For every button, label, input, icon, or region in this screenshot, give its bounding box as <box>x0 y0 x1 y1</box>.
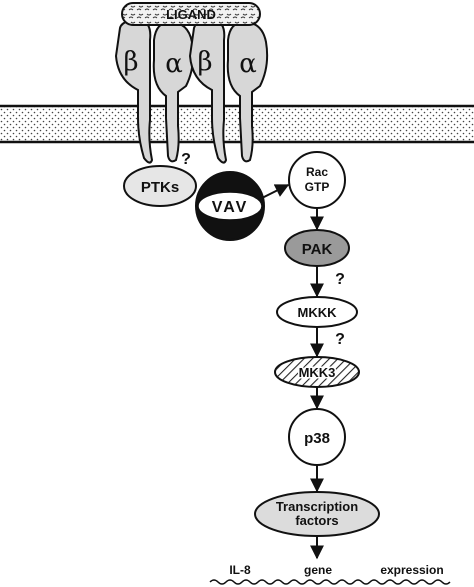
arrow-vav-to-rac <box>261 184 290 199</box>
receptor-subunit-beta-2: β <box>188 18 228 164</box>
pak-node: PAK <box>284 229 350 267</box>
mkkk-label: MKKK <box>298 305 338 320</box>
pak-label: PAK <box>302 241 333 258</box>
ligand-label: LIGAND <box>166 7 216 22</box>
p38-label: p38 <box>304 430 330 447</box>
factors-label: factors <box>295 513 338 528</box>
ligand: LIGAND <box>121 2 261 26</box>
il8-gene-expression: IL-8 gene expression <box>209 563 451 585</box>
cell-membrane <box>0 104 474 144</box>
il8-word: IL-8 <box>229 563 251 577</box>
ptks-label: PTKs <box>141 179 179 196</box>
subunit-label-alpha-2: α <box>239 49 257 79</box>
rac-gtp-node: Rac GTP <box>288 151 346 209</box>
mkk3-node: MKK3 <box>274 356 360 388</box>
gene-word: gene <box>304 563 332 577</box>
subunit-label-beta-1: β <box>123 47 138 77</box>
mkkk-node: MKKK <box>276 296 358 328</box>
mkkk-mkk3-question-mark: ? <box>335 331 345 348</box>
vav-node: VAV <box>195 171 265 241</box>
ptks-question-mark: ? <box>181 151 191 168</box>
gtp-label: GTP <box>305 180 330 194</box>
subunit-label-beta-2: β <box>197 47 212 77</box>
pak-mkkk-question-mark: ? <box>335 271 345 288</box>
transcription-factors-node: Transcription factors <box>254 491 380 537</box>
transcription-label: Transcription <box>276 499 358 514</box>
pathway-arrows <box>261 184 324 560</box>
p38-node: p38 <box>288 408 346 466</box>
rac-label: Rac <box>306 165 328 179</box>
dna-strand <box>209 579 451 585</box>
ptks-node: PTKs <box>123 165 197 207</box>
integrin-receptor: β α β α <box>114 18 269 164</box>
subunit-label-alpha-1: α <box>165 49 183 79</box>
vav-label: VAV <box>212 199 249 216</box>
expression-word: expression <box>380 563 443 577</box>
mkk3-label: MKK3 <box>299 365 336 380</box>
